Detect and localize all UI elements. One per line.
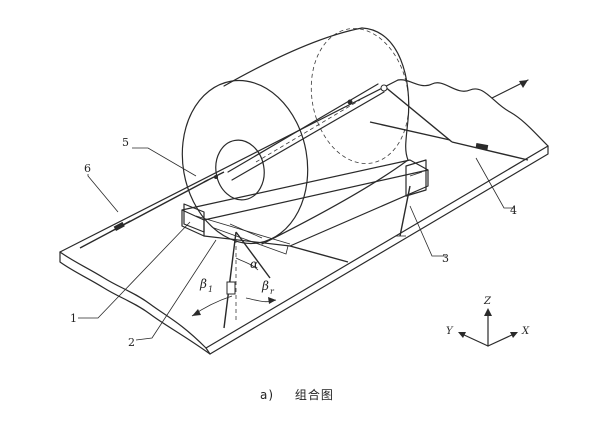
caption-text: 组合图 <box>294 388 334 402</box>
part-label-2: 2 <box>128 336 135 349</box>
angle-beta-left-subscript: 1 <box>208 285 213 294</box>
axis-label-y: Y <box>446 326 454 337</box>
cylinder-cargo <box>181 27 410 245</box>
angle-marks <box>191 232 277 320</box>
part-label-6: 6 <box>84 162 91 175</box>
angle-alpha: α <box>250 257 258 271</box>
angle-beta-right: β <box>261 279 269 293</box>
axis-label-x: X <box>521 326 530 337</box>
axis-label-z: Z <box>483 296 492 307</box>
deck-plate <box>59 79 549 355</box>
angle-beta-left: β <box>199 277 207 291</box>
lashing-cables <box>79 84 529 329</box>
leader-lines <box>78 147 514 341</box>
caption-label: a) <box>260 388 275 402</box>
saddle-base <box>181 159 429 255</box>
part-label-3: 3 <box>442 252 449 265</box>
part-label-4: 4 <box>510 204 517 217</box>
coordinate-axes: Z Y X <box>446 296 530 347</box>
figure-caption: a) 组合图 <box>0 386 594 403</box>
part-label-5: 5 <box>122 136 129 149</box>
part-label-1: 1 <box>70 312 77 325</box>
angle-beta-right-subscript: r <box>270 287 275 296</box>
turnbuckle-right <box>475 142 489 150</box>
